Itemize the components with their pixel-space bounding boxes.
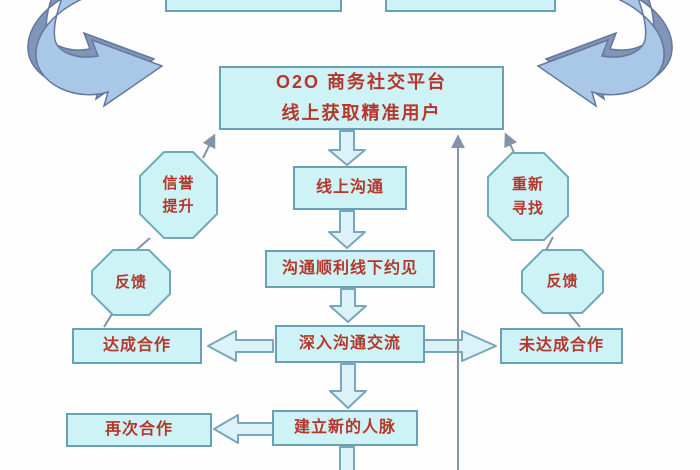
down-block-arrow-meeting-to-deep [329,288,367,323]
label-search-again: 重新 寻找 [511,176,544,217]
right-block-arrow-deep-to-nocooperation [423,330,497,362]
cooperation-not-reached-label: 未达成合作 [518,337,604,355]
label-feedback-right: 反馈 [546,272,579,290]
node-offline-meeting: 沟通顺利线下约见 [265,250,435,288]
label-reputation-boost: 信誉 提升 [162,174,195,215]
down-block-arrow-deep-to-network [329,363,367,409]
left-loop-arrow [27,0,164,108]
node-top-right-partial [385,0,556,12]
left-block-arrow-network-to-repeat [213,414,274,444]
octagon-search-again [487,152,569,241]
line-cooperation-to-feedbackleft [103,313,113,328]
line-reputation-to-platform [202,133,216,159]
octagon-reputation-boost [139,151,218,239]
left-block-arrow-deep-to-cooperation [207,330,274,362]
node-top-left-partial [165,0,342,12]
node-online-communication: 线上沟通 [293,166,407,210]
build-new-network-label: 建立新的人脉 [293,419,396,437]
platform-line1: O2O 商务社交平台 [275,72,447,93]
deep-communication-label: 深入沟通交流 [298,335,401,353]
node-cooperation-reached: 达成合作 [72,328,202,364]
octagon-feedback-right [521,249,604,314]
platform-line2: 线上获取精准用户 [281,103,442,123]
node-repeat-cooperation: 再次合作 [66,413,212,447]
down-block-arrow-network-bottom-cut [339,446,355,470]
online-communication-label: 线上沟通 [315,179,384,197]
down-block-arrow-platform-to-online [328,130,366,166]
repeat-cooperation-label: 再次合作 [104,421,173,439]
cooperation-reached-label: 达成合作 [102,337,171,355]
right-loop-arrow [536,0,673,108]
offline-meeting-label: 沟通顺利线下约见 [281,260,418,278]
node-deep-communication: 深入沟通交流 [275,325,425,363]
node-cooperation-not-reached: 未达成合作 [500,328,623,364]
label-feedback-left: 反馈 [114,273,147,291]
down-block-arrow-online-to-meeting [328,210,366,249]
node-build-new-network: 建立新的人脉 [272,410,418,446]
node-platform: O2O 商务社交平台 线上获取精准用户 [219,66,504,130]
octagon-feedback-left [91,249,171,316]
